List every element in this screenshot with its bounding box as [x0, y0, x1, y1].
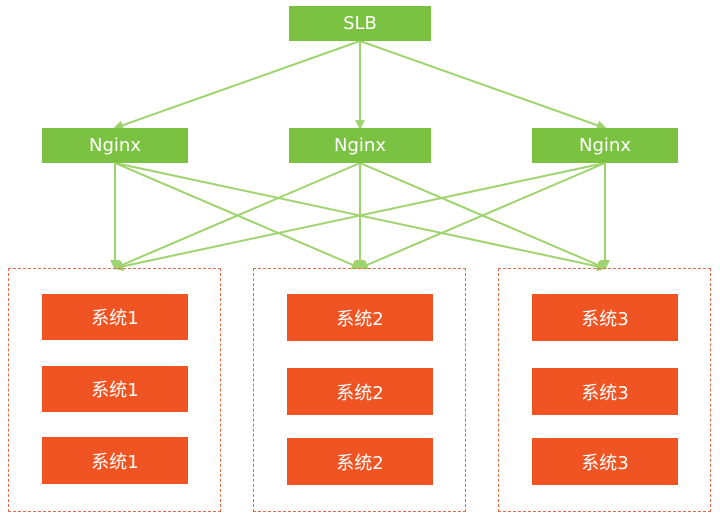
- system-node-label: 系统3: [581, 308, 629, 330]
- system-3-node-1: 系统3: [532, 294, 678, 341]
- system-2-node-2: 系统2: [287, 368, 433, 415]
- system-1-node-1: 系统1: [42, 294, 188, 340]
- nginx-node-1: Nginx: [42, 128, 188, 163]
- nginx-label: Nginx: [334, 135, 386, 156]
- nginx-label: Nginx: [579, 135, 631, 156]
- system-node-label: 系统3: [581, 382, 629, 404]
- system-1-node-3: 系统1: [42, 437, 188, 484]
- system-1-group: [8, 268, 221, 512]
- system-node-label: 系统2: [336, 452, 384, 474]
- system-node-label: 系统1: [91, 308, 139, 329]
- system-3-group: [498, 268, 711, 512]
- slb-node: SLB: [289, 6, 431, 41]
- nginx-label: Nginx: [89, 135, 141, 156]
- slb-to-nginx-1-arrow: [113, 40, 361, 131]
- nginx-2-to-system-1-arrow: [113, 162, 361, 270]
- system-node-label: 系统1: [91, 451, 139, 473]
- system-2-node-1: 系统2: [287, 294, 433, 341]
- system-3-node-3: 系统3: [532, 438, 678, 485]
- system-node-label: 系统1: [91, 380, 139, 401]
- system-3-node-2: 系统3: [532, 368, 678, 415]
- slb-label: SLB: [343, 13, 377, 34]
- system-2-node-3: 系统2: [287, 438, 433, 485]
- nginx-3-to-system-2-arrow: [358, 162, 606, 270]
- nginx-node-2: Nginx: [289, 128, 431, 163]
- system-2-group: [253, 268, 466, 512]
- system-node-label: 系统3: [581, 452, 629, 474]
- system-node-label: 系统2: [336, 382, 384, 404]
- nginx-3-to-system-1-arrow: [113, 162, 606, 272]
- nginx-node-3: Nginx: [532, 128, 678, 163]
- slb-to-nginx-3-arrow: [359, 40, 607, 131]
- system-node-label: 系统2: [336, 308, 384, 330]
- system-1-node-2: 系统1: [42, 366, 188, 412]
